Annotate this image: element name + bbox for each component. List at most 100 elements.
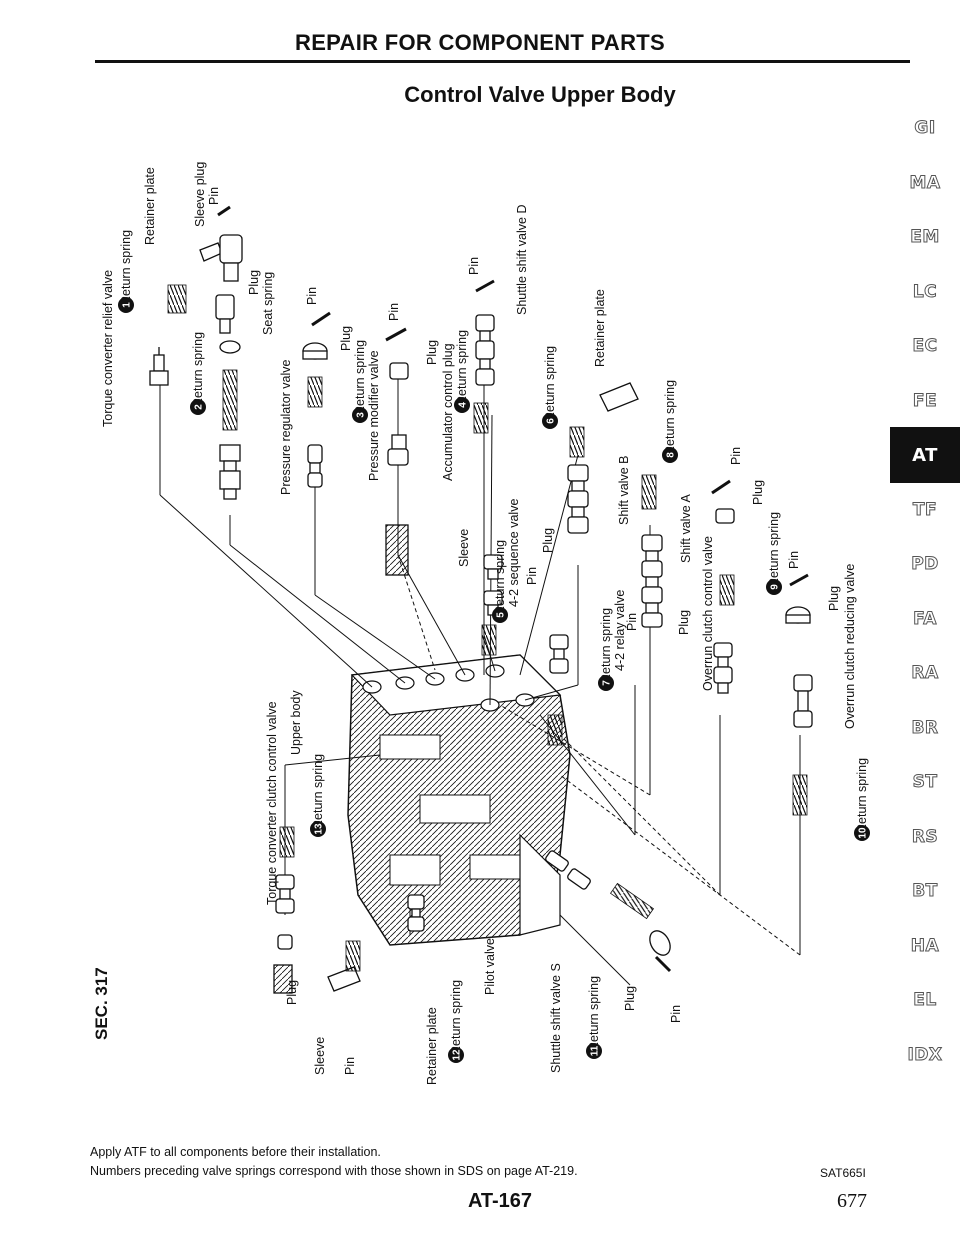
upper-body-housing <box>347 654 571 946</box>
note-spring-numbers: Numbers preceding valve springs correspo… <box>90 1164 578 1178</box>
spring-13 <box>279 826 295 858</box>
label-pilot-valve: Pilot valve <box>483 938 497 995</box>
svg-text:2: 2 <box>194 404 205 410</box>
label-plug-a: Plug <box>751 480 765 505</box>
callout-7: 7 <box>598 675 614 691</box>
label-return-spring-8: Return spring <box>663 380 677 455</box>
sidebar-tab-ma[interactable]: MA <box>890 155 960 211</box>
header-rule <box>95 60 910 63</box>
page-code: AT-167 <box>467 1190 533 1212</box>
plug-a-part <box>711 479 735 524</box>
sidebar-tab-ra[interactable]: RA <box>890 645 960 701</box>
sidebar-tab-ec[interactable]: EC <box>890 318 960 374</box>
label-retainer-plate-1: Retainer plate <box>143 167 157 245</box>
sidebar-tab-lc[interactable]: LC <box>890 264 960 320</box>
sidebar-tab-idx[interactable]: IDX <box>890 1027 960 1083</box>
label-return-spring-5: Return spring <box>493 540 507 615</box>
label-pressure-regulator-valve: Pressure regulator valve <box>279 359 293 495</box>
sidebar-tab-at[interactable]: AT <box>890 427 960 483</box>
figure-id: SAT665I <box>820 1166 866 1180</box>
label-pin-a: Pin <box>729 447 743 465</box>
diagram-labels: Torque converter relief valve Return spr… <box>101 162 869 1085</box>
svg-text:13: 13 <box>314 823 325 835</box>
label-retainer-plate-12: Retainer plate <box>425 1007 439 1085</box>
callout-11: 11 <box>586 1043 602 1059</box>
sidebar-tab-br[interactable]: BR <box>890 700 960 756</box>
sidebar-tab-fa[interactable]: FA <box>890 591 960 647</box>
label-accumulator-control-plug: Accumulator control plug <box>441 343 455 481</box>
label-pin-3: Pin <box>305 287 319 305</box>
pressure-regulator-valve-part <box>219 444 241 500</box>
sidebar-tab-label: RS <box>911 826 939 847</box>
sidebar-tab-tf[interactable]: TF <box>890 482 960 538</box>
sidebar-tab-pd[interactable]: PD <box>890 536 960 592</box>
shuttle-shift-valve-s-part <box>545 850 672 973</box>
callout-13: 13 <box>310 821 326 837</box>
sidebar-tab-bt[interactable]: BT <box>890 863 960 919</box>
label-sleeve: Sleeve <box>457 529 471 567</box>
tcc-control-valve-part <box>273 874 295 994</box>
sidebar-tab-rs[interactable]: RS <box>890 809 960 865</box>
label-shuttle-shift-valve-d: Shuttle shift valve D <box>515 205 529 315</box>
label-plug-4: Plug <box>425 340 439 365</box>
svg-text:5: 5 <box>496 612 507 618</box>
pilot-valve-part <box>407 894 425 932</box>
sidebar-tab-ha[interactable]: HA <box>890 918 960 974</box>
label-pin-d: Pin <box>467 257 481 275</box>
sidebar-tab-fe[interactable]: FE <box>890 373 960 429</box>
svg-text:1: 1 <box>122 302 133 308</box>
spring-10 <box>792 774 808 816</box>
sidebar-tab-st[interactable]: ST <box>890 754 960 810</box>
spring-5 <box>481 624 497 656</box>
callout-4: 4 <box>454 397 470 413</box>
label-pin-5: Pin <box>525 567 539 585</box>
svg-text:10: 10 <box>858 827 869 839</box>
sidebar-tab-label: EL <box>913 990 937 1011</box>
label-return-spring-7: Return spring <box>599 608 613 683</box>
label-pin-4: Pin <box>387 303 401 321</box>
sidebar-tab-em[interactable]: EM <box>890 209 960 265</box>
spring-11 <box>609 882 655 920</box>
shift-valve-b-part <box>567 464 589 534</box>
label-plug-3: Plug <box>339 326 353 351</box>
callout-5: 5 <box>492 607 508 623</box>
note-atf: Apply ATF to all components before their… <box>90 1145 381 1159</box>
label-return-spring-11: Return spring <box>587 976 601 1051</box>
callout-8: 8 <box>662 447 678 463</box>
sidebar-tab-label: TF <box>912 499 938 520</box>
spring-9 <box>719 574 735 606</box>
label-pin-9: Pin <box>787 551 801 569</box>
label-plug-2: Plug <box>247 270 261 295</box>
sidebar-tab-gi[interactable]: GI <box>890 100 960 156</box>
label-pressure-modifier-valve: Pressure modifier valve <box>367 350 381 481</box>
sidebar-tab-label: MA <box>909 172 941 193</box>
overrun-clutch-control-valve-part <box>713 642 733 694</box>
svg-text:8: 8 <box>666 452 677 458</box>
page-header-title: REPAIR FOR COMPONENT PARTS <box>295 30 665 55</box>
sidebar-tab-el[interactable]: EL <box>890 972 960 1028</box>
callout-numbers: 1 2 3 4 5 6 7 8 9 10 11 12 13 <box>118 297 870 1063</box>
label-shift-valve-b: Shift valve B <box>617 456 631 525</box>
label-retainer-plate-6: Retainer plate <box>593 289 607 367</box>
label-overrun-reducing-valve: Overrun clutch reducing valve <box>843 564 857 729</box>
callout-3: 3 <box>352 407 368 423</box>
label-relief-valve: Torque converter relief valve <box>101 270 115 427</box>
callout-1: 1 <box>118 297 134 313</box>
label-return-spring-3: Return spring <box>353 340 367 415</box>
label-plug-b: Plug <box>285 980 299 1005</box>
page-number: 677 <box>837 1190 867 1212</box>
spring-7 <box>547 714 563 746</box>
pressure-modifier-part <box>302 311 331 488</box>
sidebar-tab-label: IDX <box>907 1044 943 1065</box>
label-shift-valve-a: Shift valve A <box>679 494 693 563</box>
relief-valve-part <box>149 347 169 386</box>
sidebar-tab-label: HA <box>910 935 940 956</box>
svg-text:3: 3 <box>356 412 367 418</box>
label-sequence-valve: 4-2 sequence valve <box>507 499 521 607</box>
callout-6: 6 <box>542 413 558 429</box>
shuttle-shift-valve-d-part <box>475 279 495 386</box>
label-return-spring-4: Return spring <box>455 330 469 405</box>
retainer-plate-6 <box>599 382 639 412</box>
spring-3 <box>307 376 323 408</box>
